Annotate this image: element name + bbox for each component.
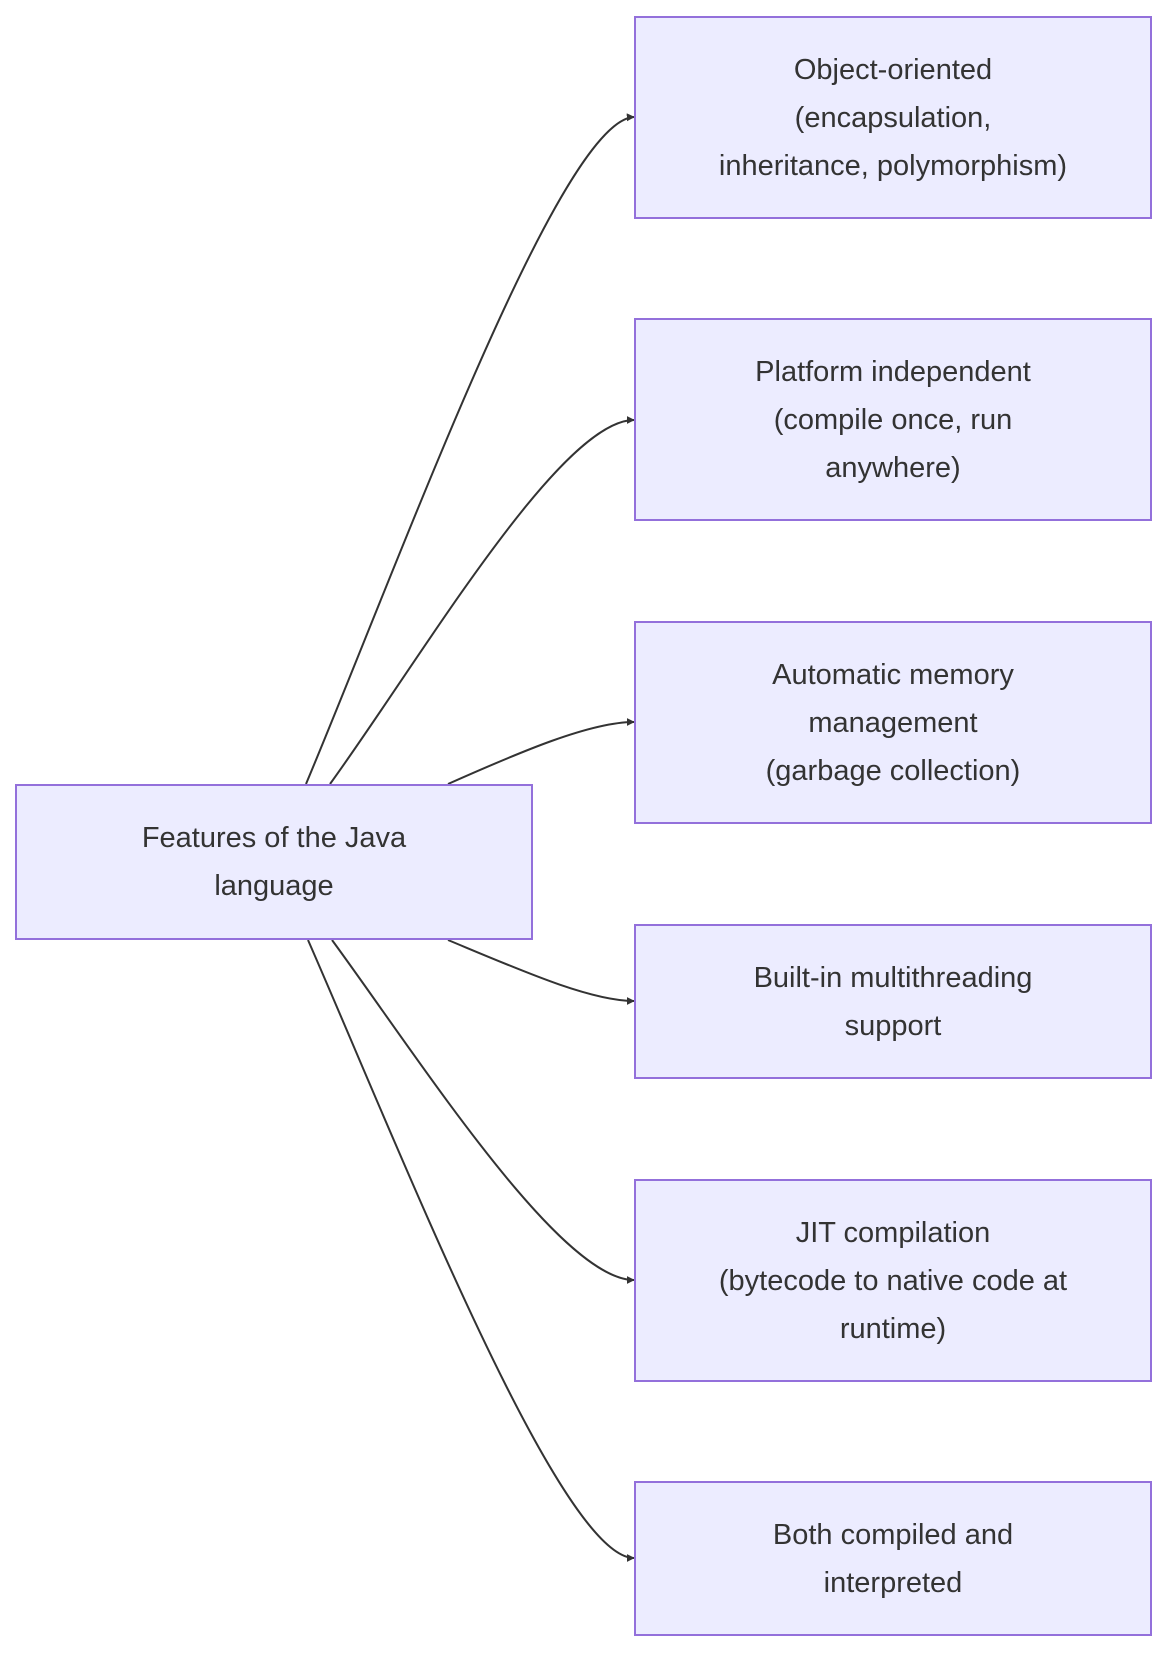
node-compiled-and-interpreted: Both compiled and interpreted bbox=[634, 1481, 1152, 1636]
node-line: JIT compilation bbox=[795, 1216, 991, 1249]
node-line: (bytecode to native code at bbox=[718, 1264, 1068, 1297]
edge-root-to-hybrid bbox=[307, 939, 635, 1562]
edge-root-to-jit bbox=[331, 939, 635, 1284]
node-jit-compilation: JIT compilation (bytecode to native code… bbox=[634, 1179, 1152, 1382]
node-line: support bbox=[844, 1009, 942, 1042]
node-line: inheritance, polymorphism) bbox=[718, 149, 1068, 182]
root-node-line: language bbox=[214, 870, 334, 902]
node-line: management bbox=[808, 706, 978, 739]
node-platform-independent: Platform independent (compile once, run … bbox=[634, 318, 1152, 521]
node-line: Platform independent bbox=[755, 355, 1031, 388]
node-line: anywhere) bbox=[825, 451, 961, 484]
node-line: runtime) bbox=[839, 1312, 947, 1345]
edge-root-to-memory bbox=[447, 718, 635, 785]
node-line: interpreted bbox=[823, 1566, 963, 1599]
edge-root-to-platform bbox=[329, 416, 635, 785]
node-automatic-memory: Automatic memory management (garbage col… bbox=[634, 621, 1152, 824]
node-line: (compile once, run bbox=[773, 403, 1013, 436]
node-line: Automatic memory bbox=[772, 658, 1014, 691]
node-multithreading: Built-in multithreading support bbox=[634, 924, 1152, 1079]
node-line: (garbage collection) bbox=[765, 754, 1021, 787]
node-line: Both compiled and bbox=[772, 1518, 1014, 1551]
node-object-oriented: Object-oriented (encapsulation, inherita… bbox=[634, 16, 1152, 219]
edge-root-to-oop bbox=[305, 113, 635, 785]
node-line: (encapsulation, bbox=[794, 101, 992, 134]
node-line: Built-in multithreading bbox=[753, 961, 1033, 994]
root-node-line: Features of the Java bbox=[141, 822, 407, 854]
node-line: Object-oriented bbox=[793, 53, 993, 86]
root-node: Features of the Java language bbox=[15, 784, 533, 940]
edge-root-to-multithreading bbox=[447, 939, 635, 1005]
